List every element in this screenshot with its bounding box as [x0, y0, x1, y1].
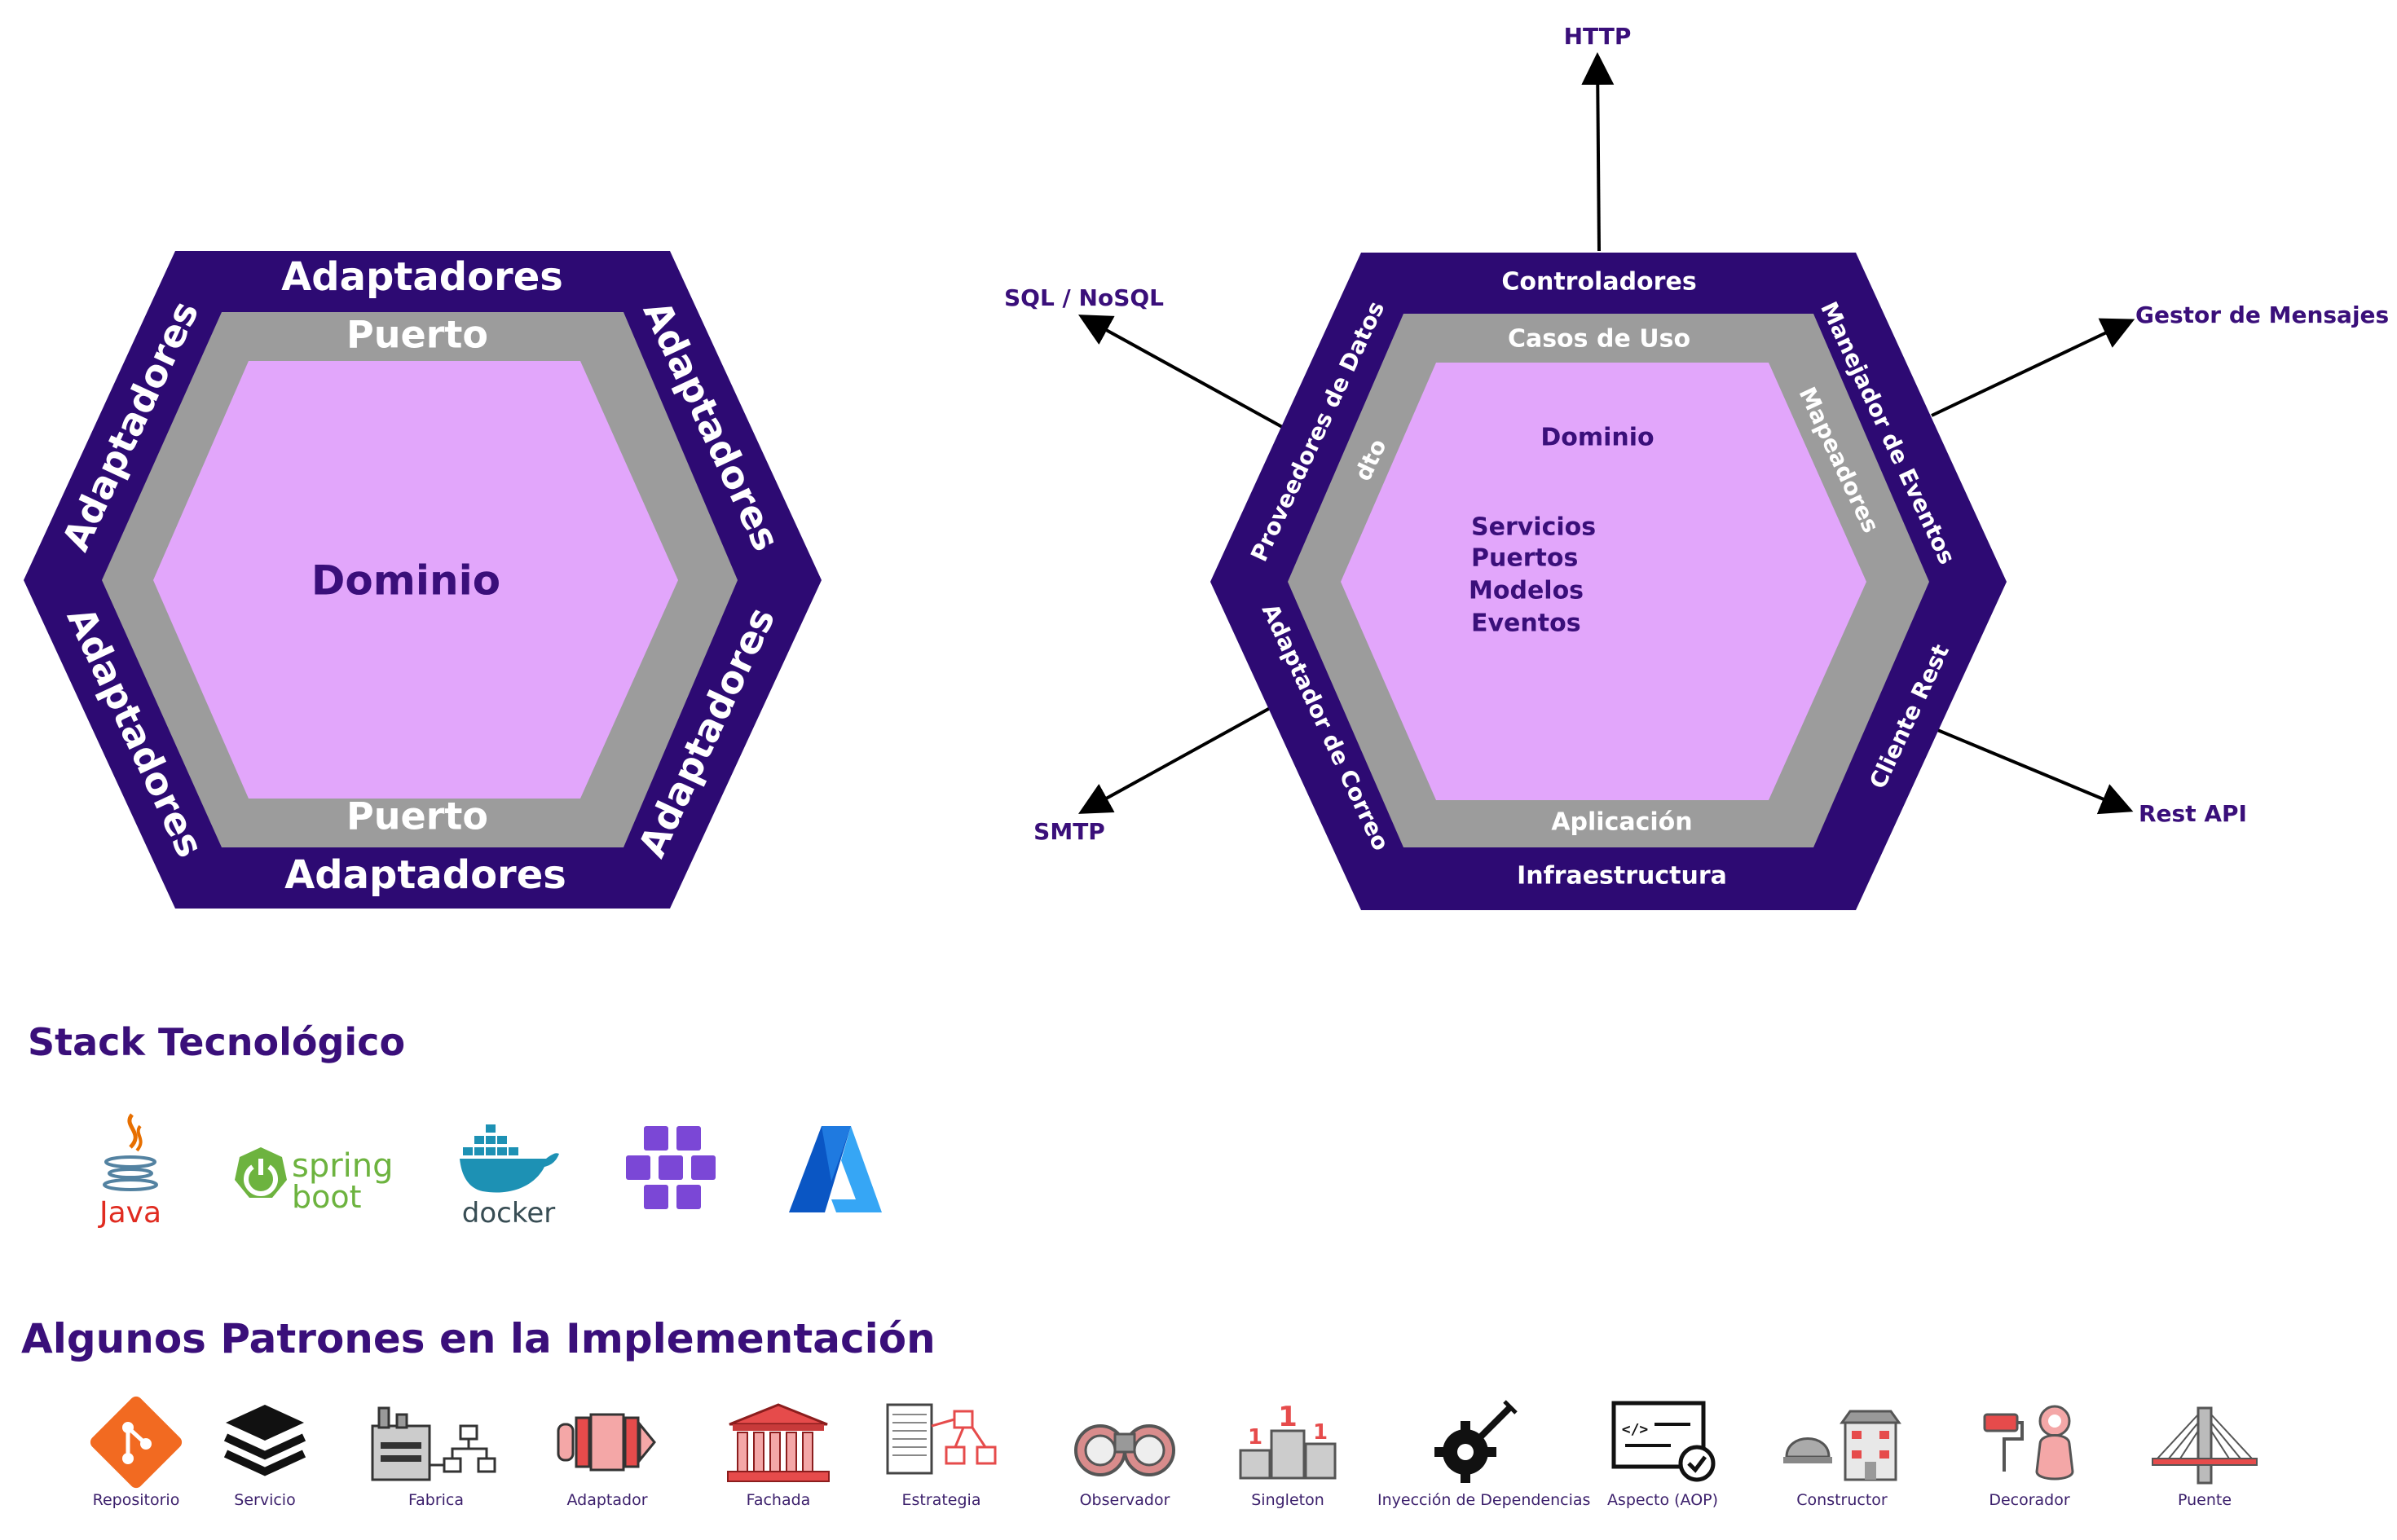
domain-item: Servicios [1471, 513, 1596, 542]
pattern-label: Fabrica [408, 1491, 465, 1509]
arrow-smtp [1077, 706, 1272, 814]
port-bottom-label: Puerto [346, 794, 488, 838]
svg-text:</>: </> [1622, 1421, 1649, 1438]
pattern-label: Observador [1079, 1491, 1170, 1509]
pattern-label: Aspecto (AOP) [1606, 1491, 1719, 1509]
pattern-label: Puente [2177, 1491, 2232, 1509]
application-label: Aplicación [1551, 808, 1692, 837]
pattern-label: Decorador [1989, 1491, 2070, 1509]
pattern-factory: Fabrica [342, 1393, 530, 1532]
pattern-label: Constructor [1796, 1491, 1888, 1509]
domain-item: Modelos [1469, 577, 1584, 605]
decorator-icon [1983, 1405, 2074, 1481]
adapter-icon [557, 1413, 656, 1472]
domain-item: Eventos [1471, 609, 1581, 638]
pattern-label: Repositorio [92, 1491, 180, 1509]
rest-api-label: Rest API [2139, 800, 2247, 827]
svg-text:1: 1 [1248, 1425, 1262, 1450]
spring-boot-icon: spring boot [228, 1108, 408, 1230]
domain-core [153, 361, 678, 799]
pattern-observer: Observador [1031, 1393, 1218, 1532]
pattern-label: Adaptador [566, 1491, 648, 1509]
port-top-label: Puerto [346, 313, 488, 357]
boot-label: boot [292, 1179, 362, 1215]
pattern-adapter: Adaptador [513, 1393, 701, 1532]
controllers-label: Controladores [1501, 268, 1696, 297]
pattern-facade: Fachada [685, 1393, 872, 1532]
svg-text:1: 1 [1313, 1420, 1328, 1445]
pattern-dependency-injection: Inyección de Dependencias [1377, 1393, 1591, 1532]
patterns-title: Algunos Patrones en la Implementación [21, 1315, 936, 1362]
builder-icon [1783, 1410, 1901, 1481]
pattern-builder: Constructor [1748, 1393, 1936, 1532]
pattern-label: Estrategia [901, 1491, 981, 1509]
pattern-label: Fachada [746, 1491, 811, 1509]
azure-icon [782, 1108, 888, 1230]
pattern-strategy: Estrategia [848, 1393, 1035, 1532]
pattern-label: Singleton [1251, 1491, 1324, 1509]
adapter-top-label: Adaptadores [281, 254, 563, 300]
domain-label: Dominio [311, 557, 500, 605]
repository-icon [90, 1396, 183, 1489]
adapter-bottom-label: Adaptadores [284, 852, 566, 898]
strategy-icon [886, 1403, 997, 1475]
pattern-label: Servicio [234, 1491, 296, 1509]
sql-nosql-label: SQL / NoSQL [1004, 284, 1164, 311]
stack-title: Stack Tecnológico [28, 1020, 406, 1064]
pattern-label: Inyección de Dependencias [1377, 1491, 1591, 1509]
svg-text:1: 1 [1278, 1401, 1298, 1433]
infrastructure-label: Infraestructura [1517, 862, 1727, 891]
domain-title: Dominio [1540, 424, 1654, 452]
pattern-singleton: 1 1 1 Singleton [1194, 1393, 1381, 1532]
message-broker-label: Gestor de Mensajes [2135, 301, 2389, 328]
pattern-decorator: Decorador [1936, 1393, 2123, 1532]
pattern-service: Servicio [171, 1393, 359, 1532]
hexagonal-architecture-basic: Dominio Puerto Puerto Adaptadores Adapta… [24, 251, 822, 909]
java-icon: Java [82, 1108, 179, 1230]
domain-core [1341, 363, 1866, 800]
domain-item: Puertos [1471, 544, 1578, 573]
arrow-rest-api [1935, 728, 2134, 815]
facade-icon [727, 1403, 830, 1482]
service-icon [223, 1405, 306, 1476]
bridge-icon [2152, 1406, 2258, 1485]
singleton-icon: 1 1 1 [1239, 1401, 1337, 1480]
factory-icon [371, 1406, 496, 1481]
pattern-bridge: Puente [2111, 1393, 2298, 1532]
dependency-injection-icon [1434, 1400, 1518, 1483]
arrow-messages [1931, 318, 2135, 417]
smtp-label: SMTP [1033, 818, 1105, 845]
java-label: Java [98, 1196, 161, 1230]
pattern-repository: Repositorio [42, 1393, 230, 1532]
http-label: HTTP [1564, 23, 1632, 50]
use-cases-label: Casos de Uso [1508, 325, 1690, 354]
observer-icon [1074, 1424, 1175, 1476]
arrow-sql [1077, 315, 1284, 429]
pattern-aspect: </> Aspecto (AOP) [1569, 1393, 1756, 1532]
arrow-http [1581, 52, 1615, 252]
hexagonal-architecture-detailed: Controladores Infraestructura Proveedore… [1004, 23, 2389, 910]
kubernetes-icon [619, 1108, 734, 1230]
spring-label: spring [292, 1147, 394, 1185]
aspect-icon: </> [1611, 1401, 1716, 1482]
docker-label: docker [462, 1197, 555, 1230]
docker-icon: docker [456, 1108, 562, 1230]
